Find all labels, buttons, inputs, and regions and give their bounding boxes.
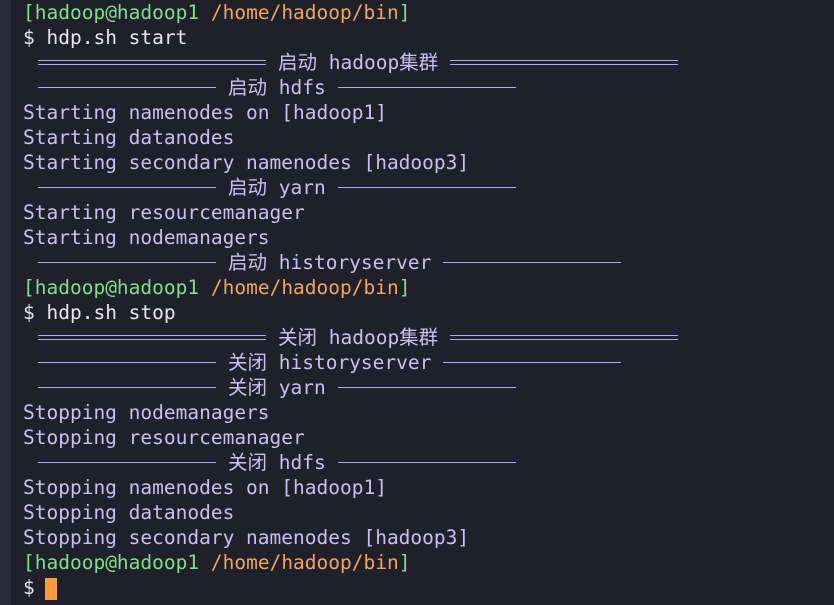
banner-rule-left: [38, 335, 266, 340]
banner-text: 启动 historyserver: [228, 251, 432, 274]
prompt-user-host: hadoop@hadoop1: [34, 276, 200, 299]
banner-stop-cluster: 关闭 hadoop集群: [23, 325, 834, 350]
banner-rule-right: [337, 387, 516, 388]
prompt-path: /home/hadoop/bin: [210, 551, 399, 574]
banner-rule-right: [450, 60, 679, 65]
banner-rule-right: [443, 262, 622, 263]
banner-start-cluster: 启动 hadoop集群: [23, 50, 834, 75]
banner-start-history: 启动 historyserver: [23, 250, 834, 275]
command-line: $ hdp.sh start: [23, 25, 834, 50]
command-text: hdp.sh start: [46, 26, 188, 49]
banner-rule-right: [337, 87, 516, 88]
prompt-line: [hadoop@hadoop1 /home/hadoop/bin]: [23, 550, 834, 575]
output-line: Starting secondary namenodes [hadoop3]: [23, 151, 470, 174]
output-line: Stopping resourcemanager: [23, 426, 305, 449]
banner-start-yarn: 启动 yarn: [23, 175, 834, 200]
prompt-path: /home/hadoop/bin: [210, 276, 399, 299]
prompt-symbol: $: [23, 26, 35, 49]
banner-text: 关闭 hadoop集群: [278, 326, 439, 349]
left-border: [0, 0, 11, 605]
output-line: Starting resourcemanager: [23, 201, 305, 224]
prompt-symbol: $: [23, 301, 35, 324]
prompt-path: /home/hadoop/bin: [210, 1, 399, 24]
banner-rule-left: [38, 60, 266, 65]
banner-text: 启动 hadoop集群: [278, 51, 439, 74]
banner-rule-left: [38, 362, 216, 363]
banner-stop-history: 关闭 historyserver: [23, 350, 834, 375]
prompt-symbol: $: [23, 576, 35, 599]
output-line: Stopping namenodes on [hadoop1]: [23, 476, 387, 499]
banner-start-hdfs: 启动 hdfs: [23, 75, 834, 100]
bracket-close: ]: [398, 276, 411, 299]
banner-stop-hdfs: 关闭 hdfs: [23, 450, 834, 475]
prompt-user-host: hadoop@hadoop1: [34, 1, 200, 24]
banner-rule-left: [38, 187, 216, 188]
output-line: Stopping nodemanagers: [23, 401, 270, 424]
text-cursor[interactable]: [44, 577, 57, 600]
prompt-line: [hadoop@hadoop1 /home/hadoop/bin]: [23, 0, 834, 25]
banner-rule-left: [38, 262, 216, 263]
banner-text: 启动 hdfs: [228, 76, 326, 99]
output-line: Starting datanodes: [23, 126, 235, 149]
bracket-open: [: [23, 1, 35, 24]
output-line: Stopping secondary namenodes [hadoop3]: [23, 526, 470, 549]
banner-rule-left: [38, 462, 216, 463]
terminal-output: [hadoop@hadoop1 /home/hadoop/bin] $ hdp.…: [23, 0, 834, 600]
bracket-open: [: [23, 276, 35, 299]
output-line: Starting namenodes on [hadoop1]: [23, 101, 387, 124]
banner-rule-right: [337, 187, 516, 188]
prompt-user-host: hadoop@hadoop1: [34, 551, 200, 574]
banner-text: 启动 yarn: [228, 176, 326, 199]
banner-rule-right: [443, 362, 622, 363]
banner-stop-yarn: 关闭 yarn: [23, 375, 834, 400]
banner-rule-left: [38, 87, 216, 88]
command-line: $ hdp.sh stop: [23, 300, 834, 325]
bracket-close: ]: [398, 1, 411, 24]
active-command-line[interactable]: $: [23, 575, 834, 600]
banner-rule-left: [38, 387, 216, 388]
banner-rule-right: [450, 335, 679, 340]
output-line: Stopping datanodes: [23, 501, 235, 524]
banner-rule-right: [337, 462, 516, 463]
output-line: Starting nodemanagers: [23, 226, 270, 249]
banner-text: 关闭 historyserver: [228, 351, 432, 374]
bracket-close: ]: [398, 551, 411, 574]
bracket-open: [: [23, 551, 35, 574]
banner-text: 关闭 hdfs: [228, 451, 326, 474]
banner-text: 关闭 yarn: [228, 376, 326, 399]
prompt-line: [hadoop@hadoop1 /home/hadoop/bin]: [23, 275, 834, 300]
command-text: hdp.sh stop: [46, 301, 176, 324]
